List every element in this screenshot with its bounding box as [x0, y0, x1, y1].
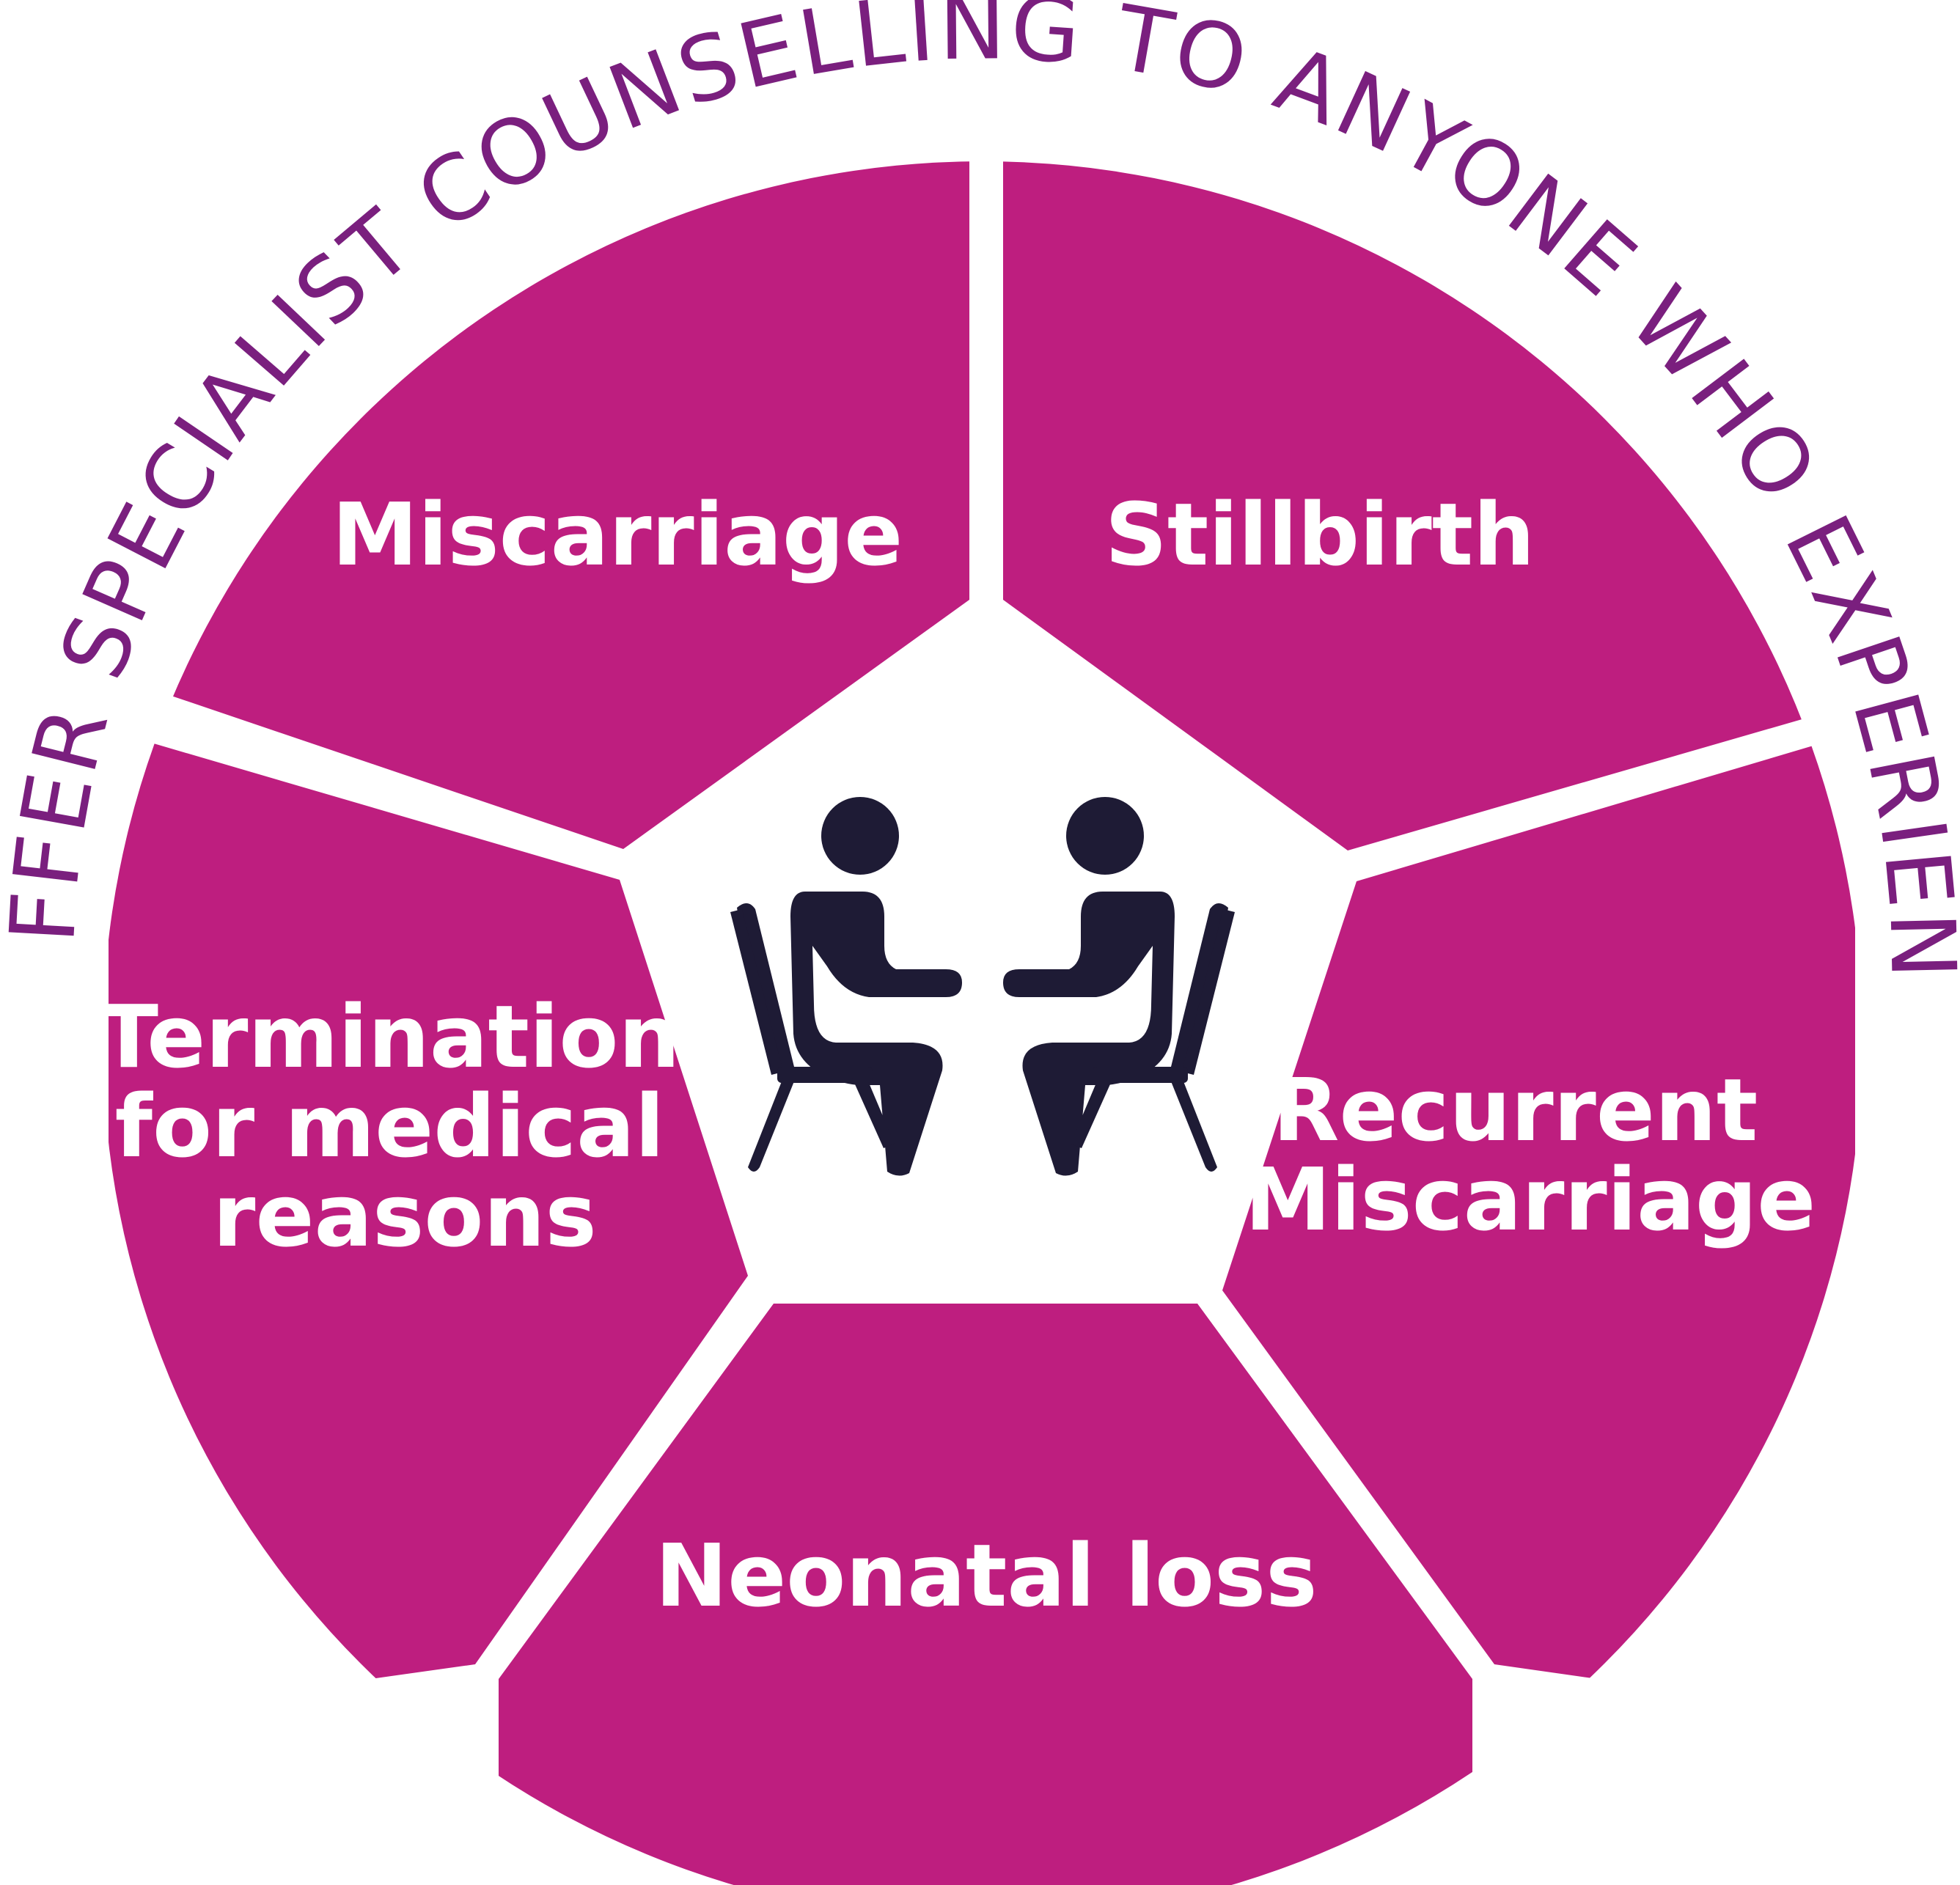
label-termination-line-1: Termination: [99, 986, 680, 1087]
label-termination-line-2: for medical: [115, 1076, 665, 1177]
label-termination: Termination for medical reasons: [99, 986, 710, 1266]
two-people-counselling-icon: [730, 797, 1235, 1176]
label-termination-line-3: reasons: [213, 1165, 596, 1266]
label-recurrent-line-2: Miscarriage: [1245, 1149, 1816, 1250]
label-recurrent-line-1: Recurrent: [1273, 1059, 1758, 1161]
label-miscarriage-line: Miscarriage: [332, 484, 903, 585]
segment-neonatal-loss: [499, 1304, 1472, 1885]
label-stillbirth: Stillbirth: [1105, 484, 1535, 585]
segment-termination: [109, 730, 748, 1716]
segment-recurrent-miscarriage: [1222, 733, 1855, 1716]
right-person-icon: [1003, 797, 1235, 1176]
left-person-icon: [730, 797, 962, 1176]
label-stillbirth-line: Stillbirth: [1105, 484, 1535, 585]
label-neonatal-line: Neonatal loss: [655, 1525, 1317, 1626]
label-neonatal-loss: Neonatal loss: [655, 1525, 1317, 1626]
label-recurrent-miscarriage: Recurrent Miscarriage: [1245, 1059, 1816, 1250]
label-miscarriage: Miscarriage: [332, 484, 903, 585]
